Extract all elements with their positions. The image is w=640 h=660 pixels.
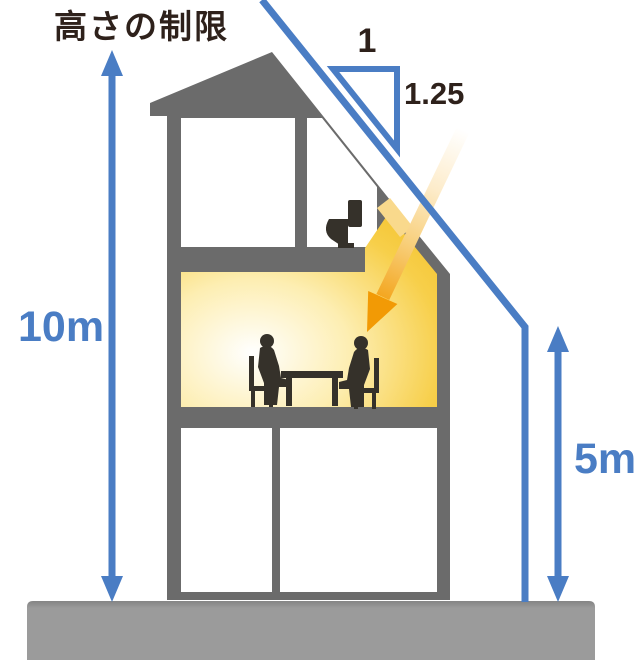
sunlight-arrow [367,127,470,332]
measure-arrow-5m [547,326,569,602]
toilet-silhouette [325,200,362,248]
first-floor-left-window [181,428,272,592]
measure-arrow-10m [101,50,123,602]
slope-ratio-triangle [326,66,400,158]
person-right-silhouette [339,336,379,409]
first-floor-right-window [280,428,437,592]
height-5m-label: 5m [574,435,637,483]
slope-rise-label: 1.25 [404,76,465,111]
slope-run-label: 1 [357,22,377,60]
roof-light-opening [377,198,413,237]
second-floor-lit-room [181,214,437,407]
third-floor-left-window [181,118,295,247]
diagram-title: 高さの制限 [54,8,229,45]
height-10m-label: 10m [18,303,105,351]
ground [27,601,595,660]
table-silhouette [281,371,343,406]
slope-restriction-line [259,0,529,602]
person-left-silhouette [249,334,289,407]
